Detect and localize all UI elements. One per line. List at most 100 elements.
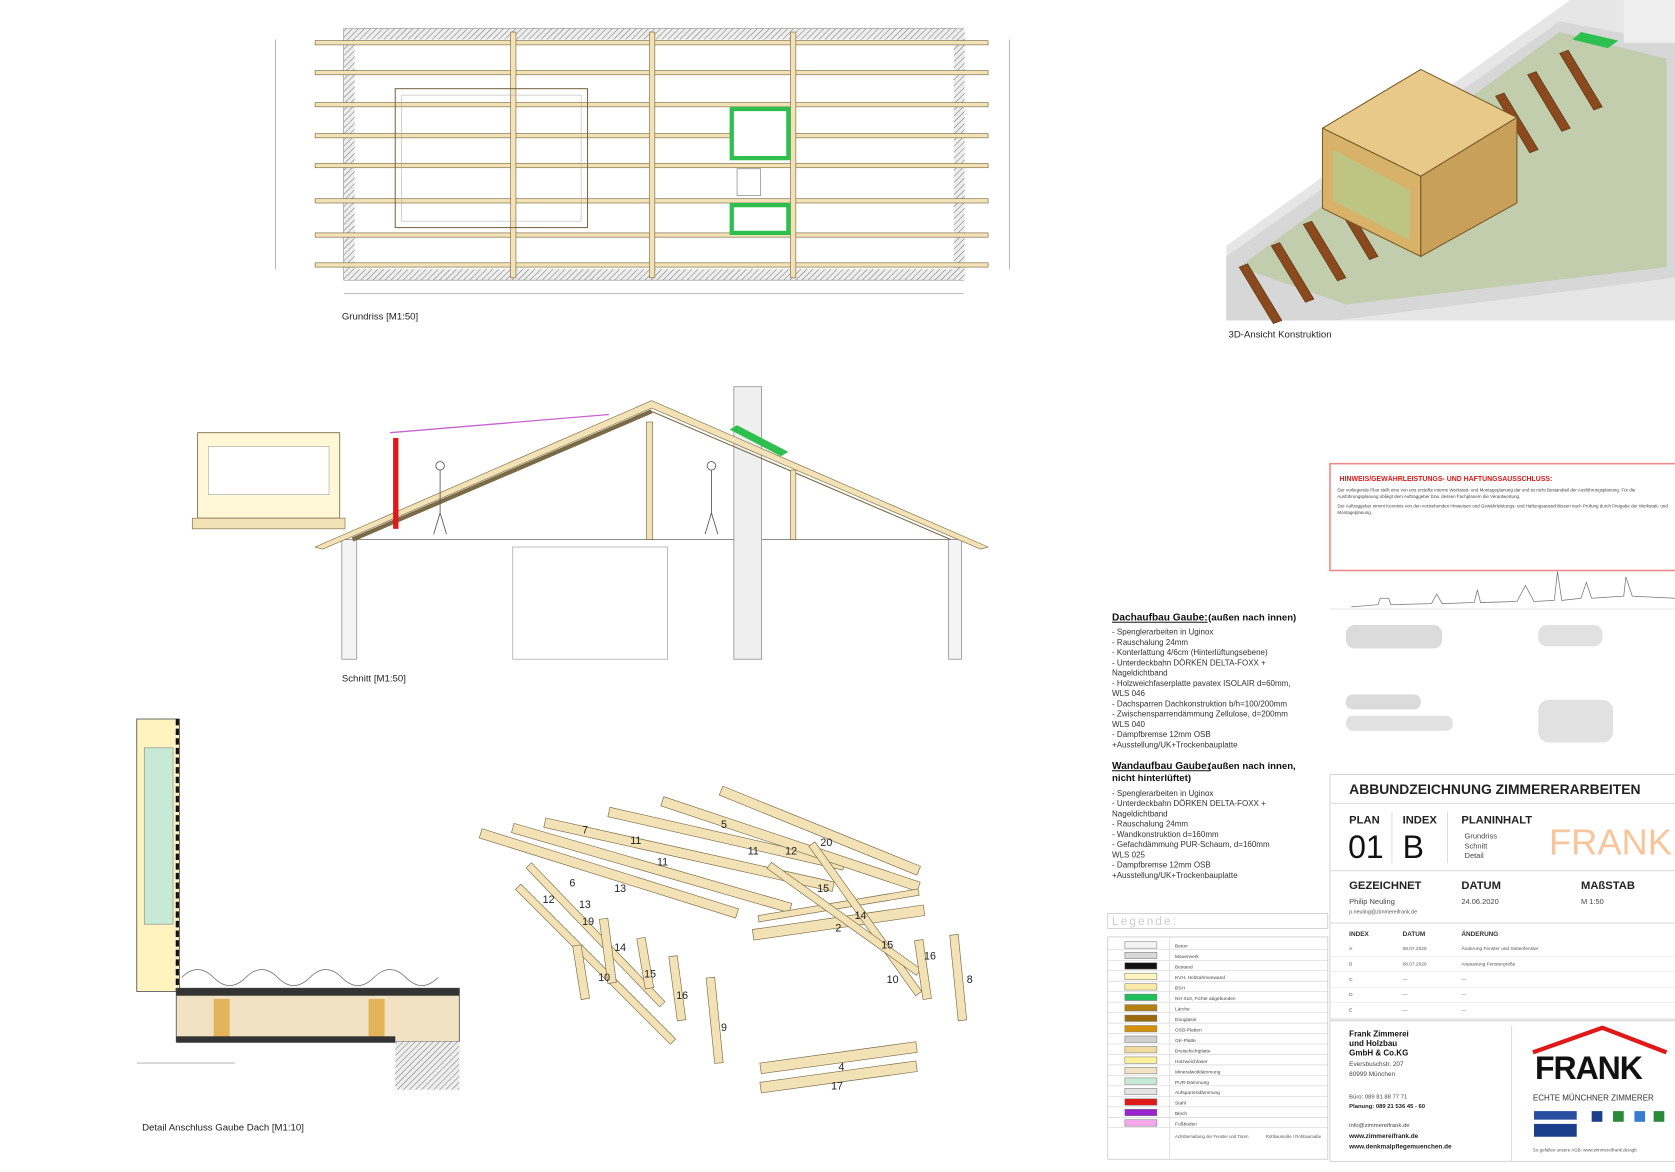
aufbau-line: WLS 046 [1112,689,1145,698]
beam-vertical [649,31,656,279]
legend-swatch [1124,1067,1158,1075]
part-number-label: 11 [630,835,641,847]
legend-swatch [1124,1046,1158,1054]
changes-cell: — [1461,978,1466,983]
company-name: und Holzbau [1349,1039,1397,1048]
legend-label: OSB-Platten [1175,1027,1202,1033]
legend-swatch [1124,1098,1158,1106]
legend-swatch [1124,962,1158,970]
legend-swatch [1124,1119,1158,1127]
plan-number: 01 [1348,829,1384,865]
changes-cell: — [1461,1009,1466,1014]
window-green [729,106,791,161]
grundriss-label: Grundriss [M1:50] [342,311,418,322]
planinhalt-item: Detail [1465,851,1484,860]
aufbau-line: - Holzweichfaserplatte pavatex ISOLAIR d… [1112,679,1291,688]
changes-cell: — [1403,1009,1408,1014]
munich-skyline [1351,571,1675,608]
title-block: ABBUNDZEICHNUNG ZIMMERERARBEITEN PLAN 01… [1329,774,1675,1162]
company-street: Eversbuschstr. 207 [1349,1061,1404,1068]
timber-part [572,944,590,1000]
changes-cell: — [1403,978,1408,983]
legend-swatch [1124,993,1158,1001]
planinhalt-item: Schnitt [1465,841,1489,850]
changes-cell: — [1403,993,1408,998]
legend-label: Douglasie [1175,1017,1197,1023]
timber-part [668,955,687,1022]
legend-swatch [1124,1088,1158,1096]
timber-part [660,796,921,892]
hinweis-title: HINWEIS/GEWÄHRLEISTUNGS- UND HAFTUNGSAUS… [1340,475,1553,483]
company-phone: Büro: 089 81 88 77 71 [1349,1094,1407,1100]
part-number-label: 17 [831,1081,843,1093]
timber-part [914,939,932,1000]
aufbau-line: - Spenglerarbeiten in Uginox [1112,628,1213,637]
planinhalt-item: Grundriss [1465,832,1498,841]
hinweis-box: HINWEIS/GEWÄHRLEISTUNGS- UND HAFTUNGSAUS… [1329,462,1675,572]
part-number-label: 13 [614,883,626,895]
hinweis-text: Der vorliegende Plan stellt eine von uns… [1337,487,1636,499]
aufbau-line: - Unterdeckbahn DÖRKEN DELTA-FOXX + [1112,658,1266,667]
changes-cell: — [1461,993,1466,998]
part-number-label: 12 [543,894,555,906]
changes-cell: 08.07.2020 [1403,946,1427,952]
timber-part [705,976,724,1064]
plan-title: ABBUNDZEICHNUNG ZIMMERERARBEITEN [1349,781,1640,797]
changes-header: INDEX [1349,931,1369,938]
legend-label: PUR-Dämmung [1175,1080,1209,1086]
company-email-link[interactable]: info@zimmereifrank.de [1349,1123,1409,1129]
wandaufbau-title: Wandaufbau Gaube: [1112,761,1210,772]
grundriss-drawing: Grundriss [M1:50] [275,28,1010,322]
part-number-label: 11 [657,856,668,868]
dachaufbau-subtitle: (außen nach innen) [1208,613,1296,624]
aufbau-line: Nageldichtband [1112,669,1168,678]
legend-swatch [1124,972,1158,980]
part-number-label: 15 [881,940,893,952]
part-number-label: 8 [967,974,973,986]
company-name: GmbH & Co.KG [1349,1049,1408,1058]
legend-swatch [1124,951,1158,959]
aufbau-line: - Dachsparren Dachkonstruktion b/h=100/2… [1112,699,1287,708]
legend-swatch [1124,1077,1158,1085]
dachaufbau-text: Dachaufbau Gaube: (außen nach innen) - S… [1112,613,1296,750]
hinweis-text: Der Auftraggeber nimmt Kenntnis von den … [1337,503,1668,515]
part-number-label: 2 [835,923,841,935]
legend-label: Bestand [1175,965,1193,971]
part-number-label: 4 [839,1062,845,1074]
legend-swatch [1124,1014,1158,1022]
company-city: 80999 München [1349,1071,1395,1078]
legend-swatch [1124,941,1158,949]
changes-cell: Änderung Fenster und Seitenfenster [1461,945,1539,952]
legend-label: Mineralwolldämmung [1175,1069,1221,1075]
legend-label: GK-Platte [1175,1038,1196,1044]
part-number-label: 6 [569,878,575,890]
window-green [729,202,791,236]
datum-value: 24.06.2020 [1461,897,1498,906]
timber-part [718,785,921,876]
company-web-link[interactable]: www.zimmereifrank.de [1348,1133,1418,1140]
aufbau-line: +Ausstellung/UK+Trockenbauplatte [1112,740,1238,749]
rafter-3d [1238,263,1283,325]
ansicht-3d-drawing: 3D-Ansicht Konstruktion [1226,0,1675,341]
part-number-label: 19 [582,916,594,928]
agb-link[interactable]: So gefallen unsere AGB: www.zimmereifran… [1533,1148,1637,1153]
company-web-link[interactable]: www.denkmalpflegemuenchen.de [1348,1143,1452,1150]
aufbau-line: WLS 040 [1112,720,1145,729]
ansicht-3d-label: 3D-Ansicht Konstruktion [1228,330,1331,341]
changes-header: ÄNDERUNG [1461,930,1498,938]
person-figure [433,461,719,535]
timber-part [598,917,617,984]
gezeichnet-label: GEZEICHNET [1349,880,1421,892]
part-number-label: 9 [721,1022,727,1034]
changes-cell: A [1349,946,1353,952]
schnitt-drawing: Schnitt [M1:50] [191,386,990,685]
legend-label: KVH, Holzrahmenwand [1175,975,1225,981]
timber-part [525,862,666,1008]
rafter-3d [1302,220,1347,282]
massstab-label: MAßSTAB [1581,880,1635,892]
aufbau-line: - Gefachdämmung PUR-Schaum, d=160mm [1112,840,1270,849]
massstab-value: M 1:50 [1581,897,1604,906]
dachaufbau-title: Dachaufbau Gaube: [1112,613,1208,624]
